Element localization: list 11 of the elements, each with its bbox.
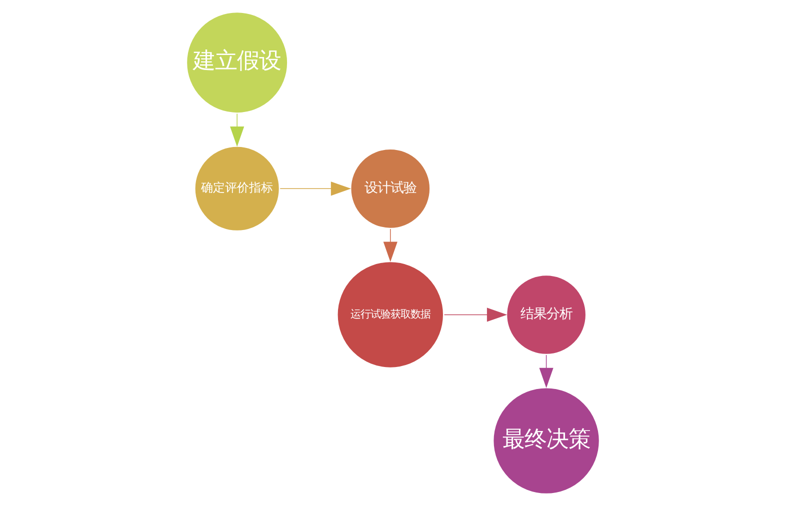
arrow — [280, 182, 352, 196]
node-circle: 确定评价指标 — [193, 144, 282, 233]
node-circle: 设计试验 — [348, 147, 432, 230]
node-circle: 最终决策 — [491, 386, 602, 496]
arrow — [444, 308, 508, 322]
node-circle: 运行试验获取数据 — [336, 260, 446, 370]
arrow — [230, 113, 244, 147]
node-circle: 建立假设 — [184, 10, 290, 115]
node-circle: 结果分析 — [504, 273, 588, 356]
arrow — [539, 354, 554, 388]
arrow — [383, 228, 398, 262]
